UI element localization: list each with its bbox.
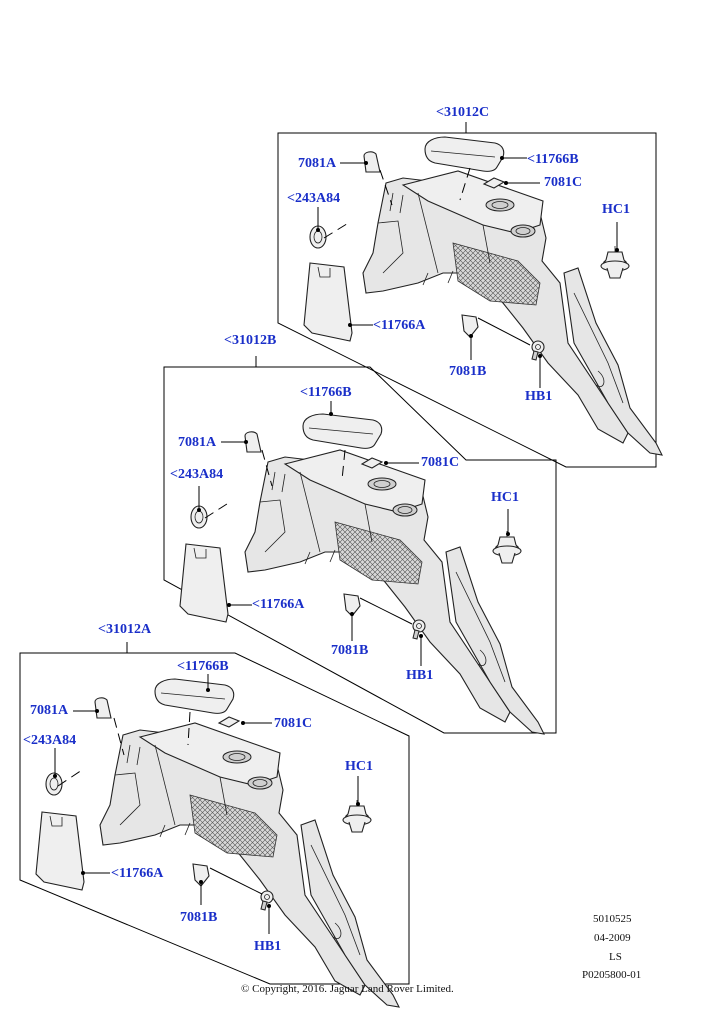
ref-line-4: P0205800-01 — [582, 969, 642, 981]
callout-grommet-a: <243A84 — [23, 733, 77, 748]
callout-bolt-a: HB1 — [254, 939, 282, 954]
callout-clip-c-a: 7081C — [274, 716, 313, 731]
callout-cover-a-a: <11766A — [111, 866, 164, 881]
callout-clip-b-c: 7081B — [449, 364, 487, 379]
callout-clip-c-b: 7081C — [421, 455, 460, 470]
assembly-label-c: <31012C — [436, 105, 490, 120]
assembly-label-b: <31012B — [224, 333, 277, 348]
callout-cover-b-b: <11766B — [300, 385, 352, 400]
callout-bolt-b: HB1 — [406, 668, 434, 683]
callout-cover-a-c: <11766A — [373, 318, 426, 333]
callout-clip-b-b: 7081B — [331, 643, 369, 658]
assembly-b — [163, 356, 557, 735]
callout-grommet-b: <243A84 — [170, 467, 224, 482]
callout-cover-a-b: <11766A — [252, 597, 305, 612]
callout-clip-a-a: 7081A — [30, 703, 69, 718]
callout-grommet-c: <243A84 — [287, 191, 341, 206]
ref-line-3: LS — [609, 951, 622, 963]
copyright-text: © Copyright, 2016. Jaguar Land Rover Lim… — [241, 983, 454, 995]
callout-plug-c: HC1 — [602, 202, 630, 217]
ref-line-2: 04-2009 — [594, 932, 631, 944]
callout-clip-a-c: 7081A — [298, 156, 337, 171]
assembly-label-a: <31012A — [98, 622, 152, 637]
callout-bolt-c: HB1 — [525, 389, 553, 404]
ref-line-1: 5010525 — [593, 913, 632, 925]
callout-clip-b-a: 7081B — [180, 910, 218, 925]
assembly-a — [19, 642, 410, 1008]
callout-plug-a: HC1 — [345, 759, 373, 774]
callout-plug-b: HC1 — [491, 490, 519, 505]
assembly-c — [277, 122, 663, 468]
callout-cover-b-a: <11766B — [177, 659, 229, 674]
callout-clip-a-b: 7081A — [178, 435, 217, 450]
callout-cover-b-c: <11766B — [527, 152, 579, 167]
callout-clip-c-c: 7081C — [544, 175, 583, 190]
